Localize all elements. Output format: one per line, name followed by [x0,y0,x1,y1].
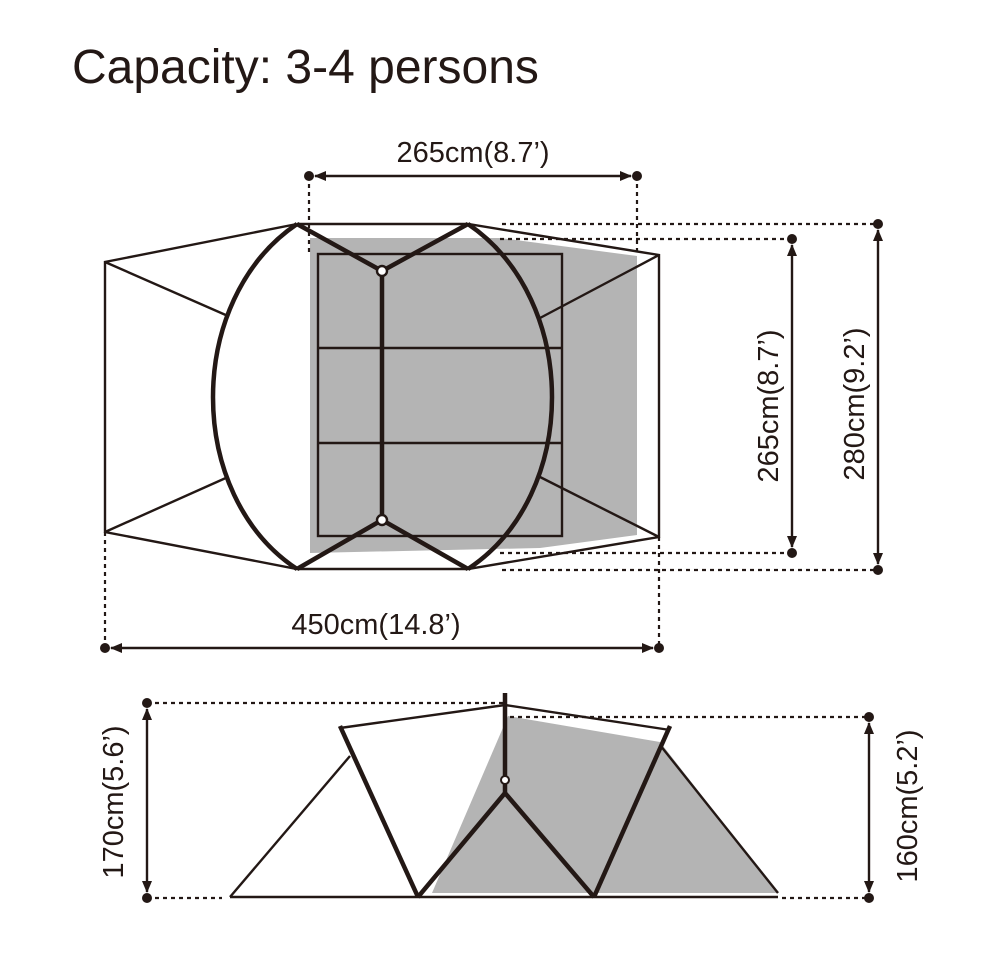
tent-floor [316,252,564,538]
dim-label-inner-width: 265cm(8.7’) [396,137,549,169]
inner-tent-shadow [310,238,637,553]
pole-hub-side [500,775,510,785]
vestibule-line-2 [104,475,229,534]
capacity-title: Capacity: 3-4 persons [72,41,539,94]
dim-label-inner-depth: 265cm(8.7’) [753,329,785,482]
dim-label-max-height: 170cm(5.6’) [98,725,130,878]
dim-label-inner-height: 160cm(5.2’) [892,729,924,882]
pole-hub-top [375,264,389,278]
vestibule-line-1 [104,260,229,318]
top-view: 265cm(8.7’) 265cm(8.7’) 280cm(9.2’) 450c… [100,137,883,653]
inner-tent-side-shadow [432,716,778,893]
dim-label-outer-length: 450cm(14.8’) [291,609,460,641]
fly-side-rear [659,744,779,894]
vestibule-line-3 [539,253,660,320]
dim-label-outer-depth: 280cm(9.2’) [839,327,871,480]
fly-side-outline [229,755,351,898]
right-arch-pole [466,222,555,571]
front-arch-pole [337,725,421,898]
left-arch-pole [210,222,299,571]
vestibule-line-4 [539,475,660,539]
rear-arch-pole [591,725,673,898]
side-view: 170cm(5.6’) 160cm(5.2’) [98,693,924,903]
pole-hub-bottom [375,513,389,527]
